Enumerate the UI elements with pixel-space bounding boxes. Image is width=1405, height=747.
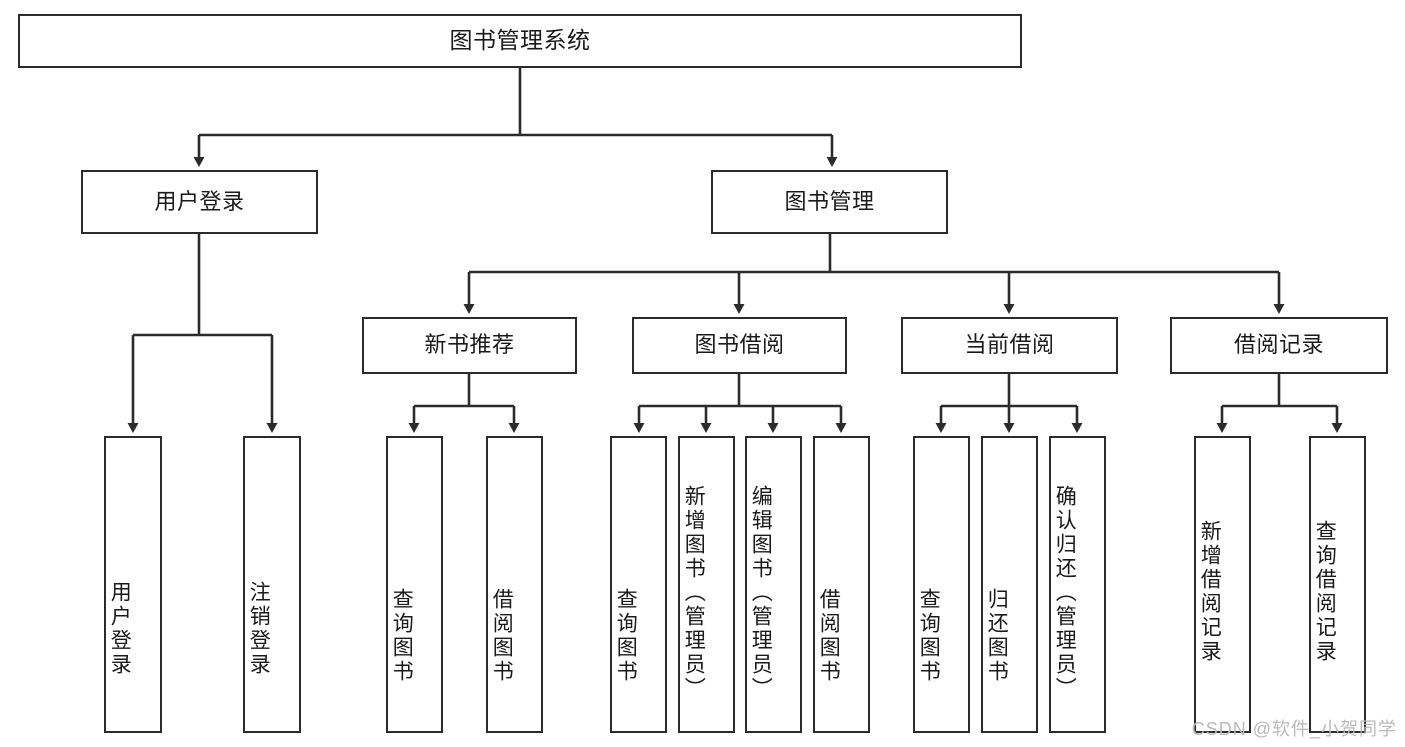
leaf-borrow-book-bb[interactable]: 借阅图书 xyxy=(813,436,870,733)
leaf-add-book-admin[interactable]: 新增图书（管理员） xyxy=(678,436,735,733)
leaf-logout[interactable]: 注销登录 xyxy=(243,436,301,733)
node-label: 用户登录 xyxy=(154,188,245,214)
node-label: 新增借阅记录 xyxy=(1198,519,1222,664)
leaf-query-book-nb[interactable]: 查询图书 xyxy=(386,436,443,733)
node-label: 借阅图书 xyxy=(490,587,514,684)
node-label: 注销登录 xyxy=(247,580,271,677)
node-root-system[interactable]: 图书管理系统 xyxy=(18,14,1022,68)
node-label: 图书管理系统 xyxy=(449,27,591,54)
node-current-borrow[interactable]: 当前借阅 xyxy=(901,317,1118,374)
leaf-user-login[interactable]: 用户登录 xyxy=(104,436,162,733)
node-label: 编辑图书（管理员） xyxy=(749,484,773,701)
node-label: 查询图书 xyxy=(917,587,941,684)
node-label: 图书管理 xyxy=(784,188,875,214)
leaf-query-book-bb[interactable]: 查询图书 xyxy=(610,436,667,733)
leaf-borrow-book-nb[interactable]: 借阅图书 xyxy=(486,436,543,733)
node-label: 图书借阅 xyxy=(694,332,785,358)
node-label: 用户登录 xyxy=(108,580,132,677)
node-new-book-recommend[interactable]: 新书推荐 xyxy=(362,317,577,374)
node-book-borrow[interactable]: 图书借阅 xyxy=(632,317,847,374)
node-label: 新增图书（管理员） xyxy=(682,484,706,701)
leaf-query-borrow-record[interactable]: 查询借阅记录 xyxy=(1309,436,1366,733)
node-label: 借阅图书 xyxy=(817,587,841,684)
node-label: 当前借阅 xyxy=(964,332,1055,358)
node-book-management[interactable]: 图书管理 xyxy=(711,170,948,234)
leaf-query-book-cb[interactable]: 查询图书 xyxy=(913,436,970,733)
watermark-text: CSDN @软件_小贺同学 xyxy=(1191,719,1397,739)
node-label: 查询图书 xyxy=(390,587,414,684)
leaf-return-book[interactable]: 归还图书 xyxy=(981,436,1038,733)
node-label: 归还图书 xyxy=(985,587,1009,684)
leaf-edit-book-admin[interactable]: 编辑图书（管理员） xyxy=(745,436,802,733)
leaf-add-borrow-record[interactable]: 新增借阅记录 xyxy=(1194,436,1251,733)
node-user-login[interactable]: 用户登录 xyxy=(81,170,318,234)
node-borrow-record[interactable]: 借阅记录 xyxy=(1170,317,1388,374)
node-label: 借阅记录 xyxy=(1233,332,1324,358)
node-label: 查询借阅记录 xyxy=(1313,519,1337,664)
leaf-confirm-return-admin[interactable]: 确认归还（管理员） xyxy=(1049,436,1106,733)
node-label: 查询图书 xyxy=(614,587,638,684)
node-label: 新书推荐 xyxy=(424,332,515,358)
node-label: 确认归还（管理员） xyxy=(1053,484,1077,701)
